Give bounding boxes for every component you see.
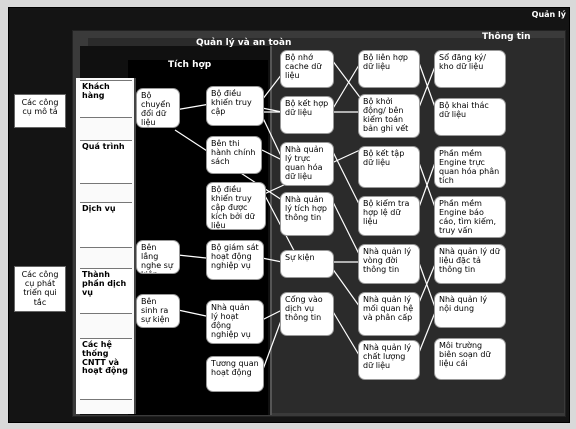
node-data-quality-manager: Nhà quản lý chất lượng dữ liệu: [358, 340, 420, 380]
node-relation-hierarchy-manager: Nhà quản lý mối quan hệ và phân cấp: [358, 292, 420, 336]
node-policy-executor: Bên thi hành chính sách: [206, 136, 262, 174]
node-data-mining: Bộ khai thác dữ liệu: [434, 98, 506, 136]
node-metadata-manager: Nhà quản lý dữ liệu đặc tả thông tin: [434, 244, 506, 284]
node-visualization-engine: Phần mềm Engine trực quan hóa phân tích: [434, 146, 506, 188]
node-event-listener: Bên lắng nghe sự kiện: [136, 240, 180, 274]
node-data-converter: Bộ chuyển đổi dữ liệu: [136, 88, 180, 128]
node-content-manager: Nhà quản lý nội dung: [434, 292, 506, 328]
service-label: Dịch vụ: [80, 202, 132, 248]
integration-band-title: Tích hợp: [168, 60, 212, 70]
node-data-validator: Bộ kiểm tra hợp lệ dữ liệu: [358, 196, 420, 236]
node-access-controller: Bộ điều khiển truy cập: [206, 86, 264, 126]
node-data-linker: Bộ liên hợp dữ liệu: [358, 50, 420, 88]
process-label: Quá trình: [80, 140, 132, 184]
node-data-cache: Bộ nhớ cache dữ liệu: [280, 50, 334, 88]
development-tools-note: Các công cụ phát triển qui tắc: [14, 266, 66, 312]
node-data-assembler: Bộ kết tập dữ liệu: [358, 146, 420, 188]
node-reporting-engine: Phần mềm Engine báo cáo, tìm kiếm, truy …: [434, 196, 506, 238]
node-operation-manager: Nhà quản lý hoạt động nghiệp vụ: [206, 300, 264, 344]
node-operation-monitor: Bộ giám sát hoạt động nghiệp vụ: [206, 240, 264, 280]
node-data-edit-env: Môi trường biên soạn dữ liệu cái: [434, 338, 506, 380]
node-visual-correlation-manager: Nhà quản lý trực quan hóa dữ liệu: [280, 142, 334, 186]
description-tools-note: Các công cụ mô tả: [14, 94, 66, 128]
node-event: Sự kiện: [280, 250, 334, 278]
node-service-portal: Cổng vào dịch vụ thông tin: [280, 292, 334, 336]
info-band-title: Thông tin: [482, 32, 531, 42]
node-data-driven-access: Bộ điều khiển truy cập được kích bởi dữ …: [206, 182, 266, 230]
it-systems-label: Các hệ thống CNTT và hoạt động: [80, 338, 132, 400]
node-event-generator: Bên sinh ra sự kiện: [136, 294, 180, 328]
node-info-lifecycle-manager: Nhà quản lý vòng đời thông tin: [358, 244, 420, 284]
corner-title: Quản lý: [531, 10, 566, 19]
node-audit-starter: Bộ khởi động/ bên kiểm toán bản ghi vết: [358, 94, 420, 138]
customer-label: Khách hàng: [80, 80, 132, 118]
node-registry-repository: Sổ đăng ký/ kho dữ liệu: [434, 50, 506, 88]
security-band-title: Quản lý và an toàn: [196, 38, 292, 48]
node-integration-info-manager: Nhà quản lý tích hợp thông tin: [280, 192, 334, 236]
service-component-label: Thành phần dịch vụ: [80, 268, 132, 314]
node-activity-correlation: Tương quan hoạt động: [206, 356, 264, 392]
node-data-combiner: Bộ kết hợp dữ liệu: [280, 96, 334, 134]
